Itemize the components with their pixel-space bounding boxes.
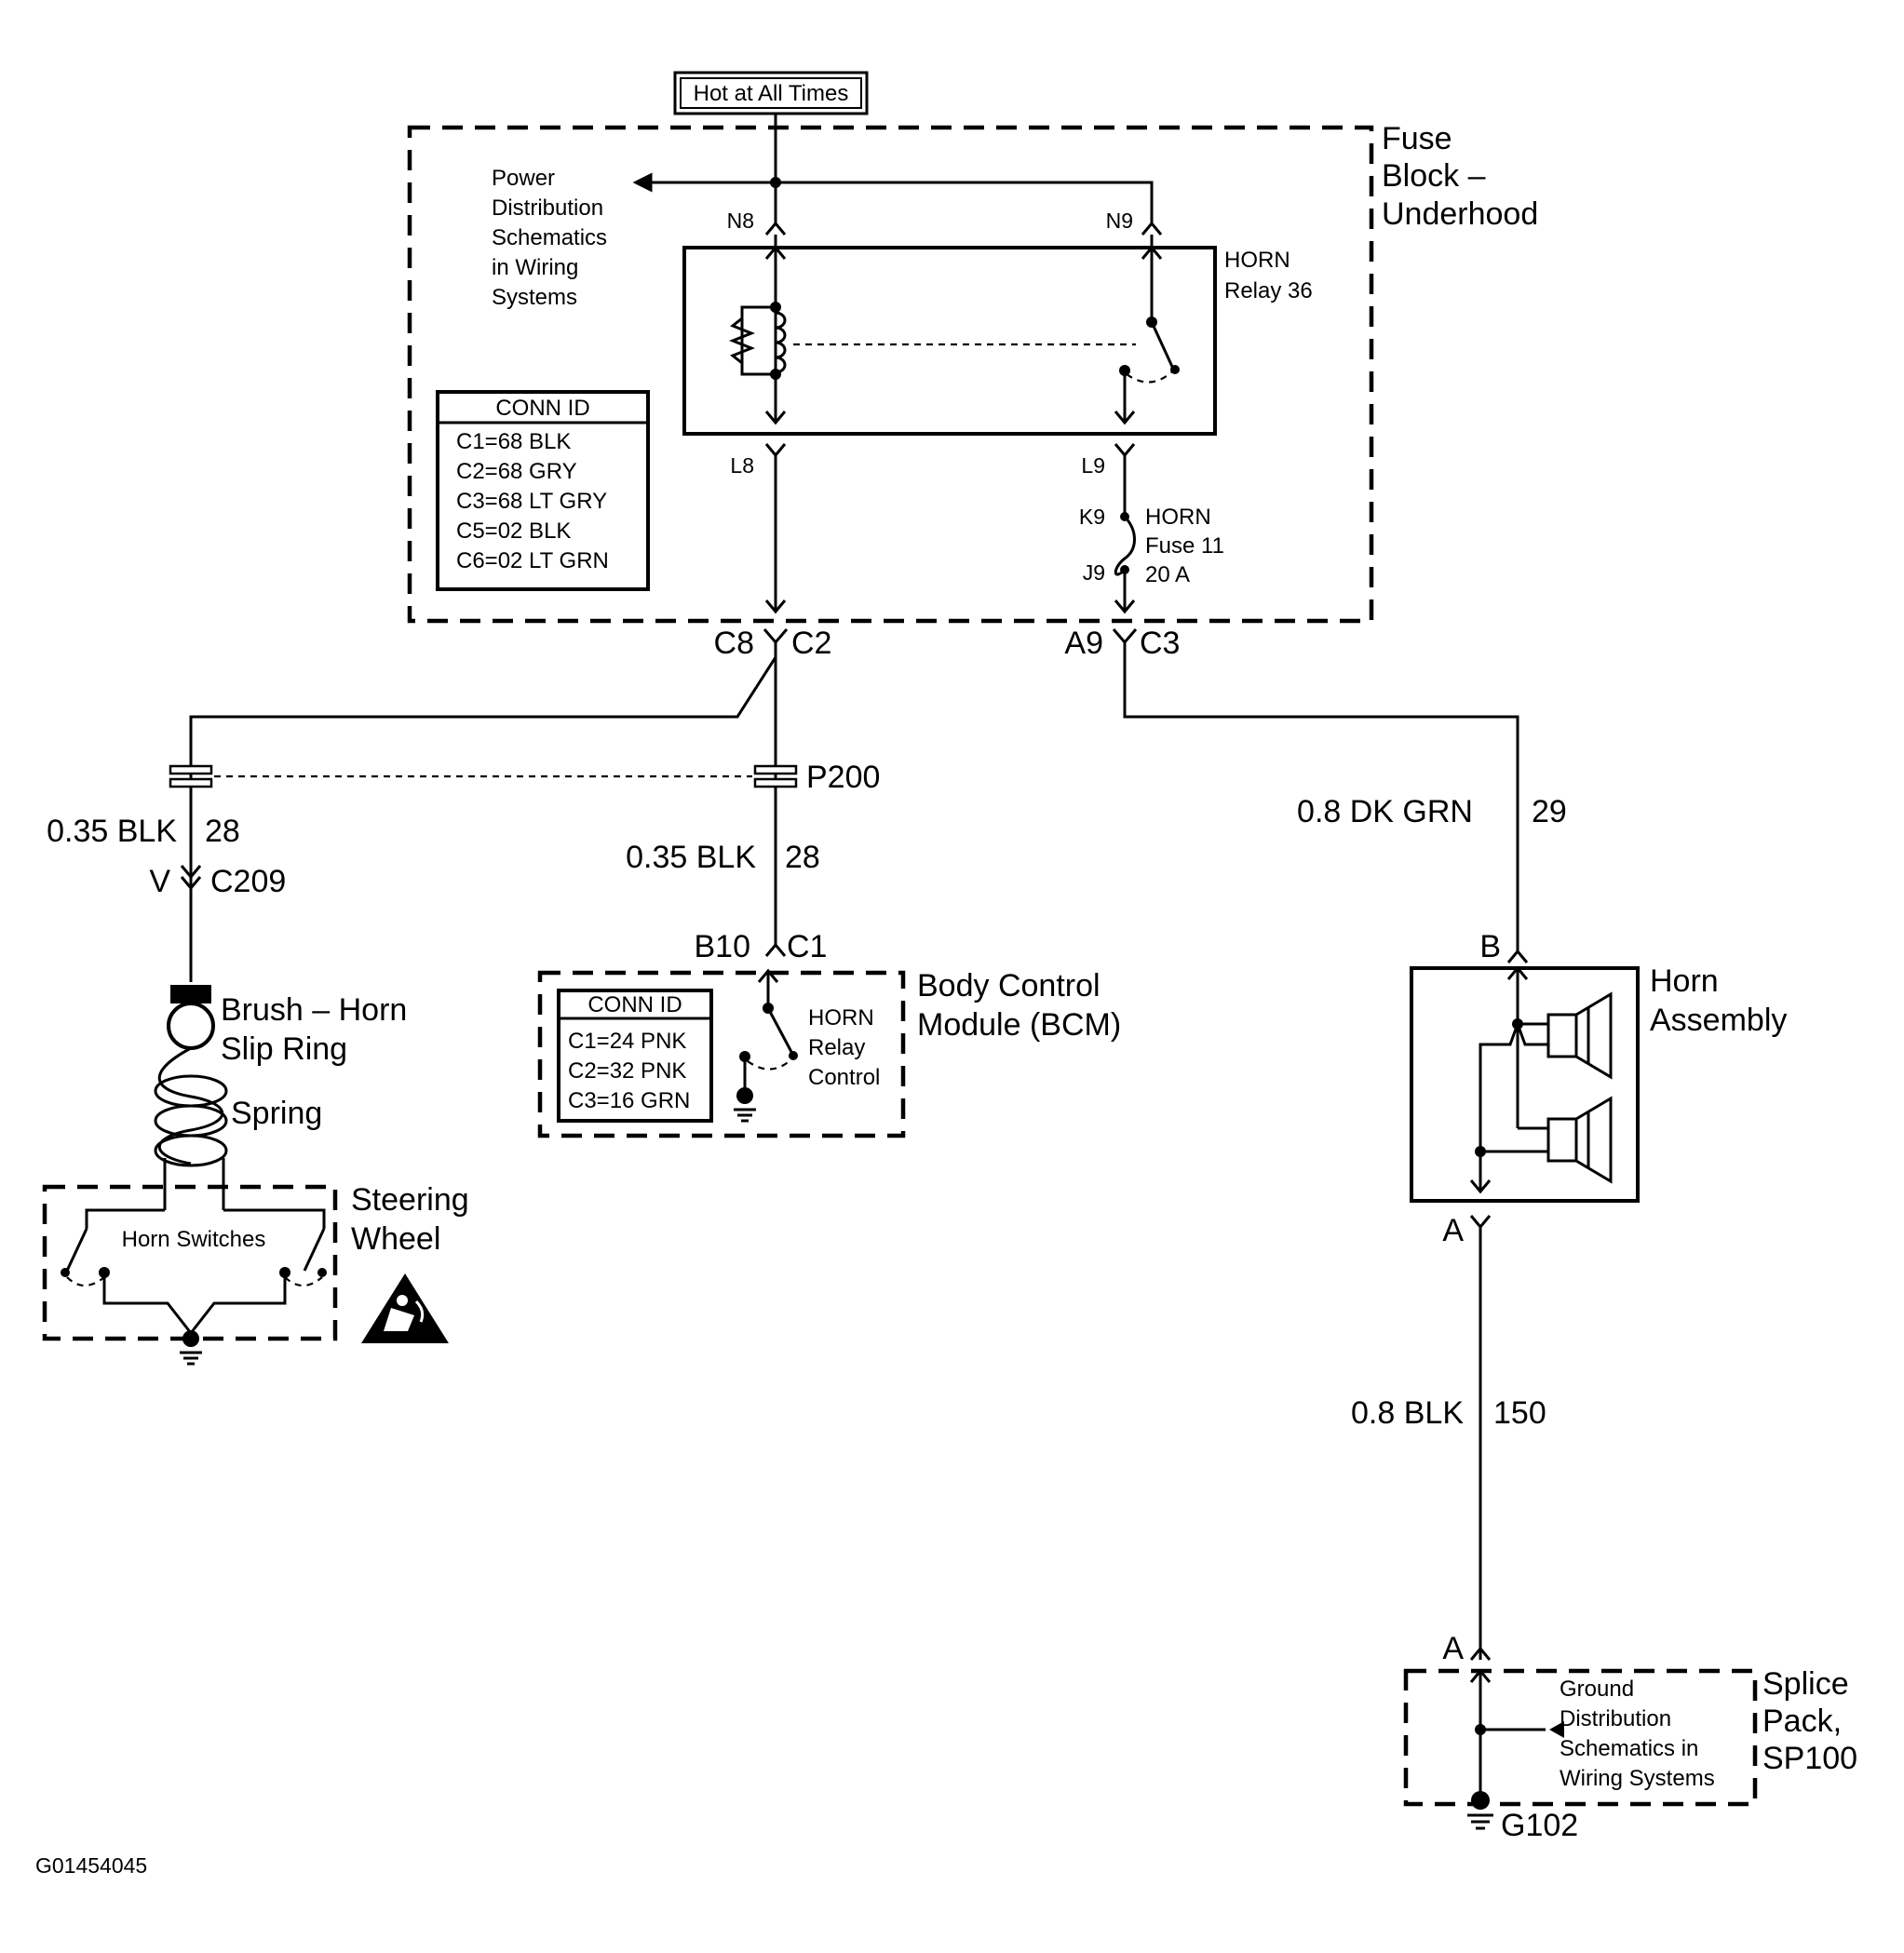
power-dist-note-5: Systems <box>492 285 577 310</box>
wire-horn-ground-circuit: 150 <box>1493 1395 1546 1431</box>
power-source-box: Hot at All Times <box>673 71 869 115</box>
fuse-block-outputs <box>764 443 1136 614</box>
power-dist-note-1: Power <box>492 166 555 191</box>
terminal-l8: L8 <box>730 453 754 478</box>
connector-c1: C1 <box>787 929 827 964</box>
horn-relay <box>682 235 1217 436</box>
wire-horn-ground-gauge: 0.8 BLK <box>1351 1395 1464 1431</box>
wire-left-gauge: 0.35 BLK <box>47 814 177 849</box>
fuse-conn-id-header: CONN ID <box>495 396 589 421</box>
connector-c209: C209 <box>210 864 286 899</box>
spring-label: Spring <box>231 1096 322 1131</box>
connector-horn-b: B <box>1479 929 1501 964</box>
brush-label-2: Slip Ring <box>221 1031 347 1067</box>
horn-switches <box>61 1208 327 1366</box>
wire-runs <box>189 642 1519 982</box>
connector-c209-symbol <box>180 865 202 891</box>
splice-pack-title-1: Splice <box>1762 1666 1849 1702</box>
terminal-k9: K9 <box>1079 505 1105 529</box>
fuse-block-title-3: Underhood <box>1382 196 1538 232</box>
connector-c3: C3 <box>1140 626 1180 661</box>
wire-center-gauge: 0.35 BLK <box>626 840 756 875</box>
fuse-block-title-1: Fuse <box>1382 121 1452 156</box>
wire-left-circuit: 28 <box>205 814 240 849</box>
bcm-connector-symbol <box>764 942 787 957</box>
splice-pack-boundary <box>1403 1668 1758 1807</box>
brush-slip-ring <box>154 985 228 1210</box>
bcm-relay-control-3: Control <box>808 1065 880 1090</box>
fuse-block-boundary <box>407 125 1374 624</box>
connector-a9: A9 <box>1064 626 1103 661</box>
splice-pack-title-3: SP100 <box>1762 1741 1857 1776</box>
connector-c8: C8 <box>714 626 754 661</box>
bcm-conn-id-row-3: C3=16 GRN <box>568 1088 690 1113</box>
bcm-conn-id-header: CONN ID <box>587 992 682 1017</box>
relay-label-1: HORN <box>1224 248 1290 273</box>
bcm-conn-id-table: CONN ID C1=24 PNK C2=32 PNK C3=16 GRN <box>557 989 713 1123</box>
bcm-relay-control-switch <box>734 968 798 1123</box>
terminal-n9: N9 <box>1106 209 1133 233</box>
fuse-block-conn-id-table: CONN ID C1=68 BLK C2=68 GRY C3=68 LT GRY… <box>436 390 650 591</box>
wire-horn-feed-circuit: 29 <box>1532 794 1567 829</box>
wire-horn-feed-gauge: 0.8 DK GRN <box>1297 794 1473 829</box>
steering-wheel-title-2: Wheel <box>351 1221 440 1257</box>
connector-horn-a: A <box>1442 1213 1464 1248</box>
horn-ground-wire <box>1469 1215 1492 1661</box>
terminal-j9: J9 <box>1083 560 1105 585</box>
power-source-label: Hot at All Times <box>694 81 849 106</box>
relay-label-2: Relay 36 <box>1224 278 1313 303</box>
splice-pack-circuit <box>1467 1668 1564 1830</box>
airbag-warning-icon <box>361 1273 449 1343</box>
power-dist-note-2: Distribution <box>492 195 603 221</box>
connector-splice-a: A <box>1442 1631 1464 1666</box>
fuse-conn-id-row-1: C1=68 BLK <box>456 429 571 454</box>
bcm-relay-control-1: HORN <box>808 1005 874 1030</box>
supply-wiring <box>632 114 1163 236</box>
fuse-label-3: 20 A <box>1145 562 1190 587</box>
horn-switches-label: Horn Switches <box>122 1227 266 1252</box>
bcm-relay-control-2: Relay <box>808 1035 865 1060</box>
splice-note-1: Ground <box>1560 1677 1634 1702</box>
brush-label-1: Brush – Horn <box>221 992 407 1028</box>
fuse-label-1: HORN <box>1145 505 1211 530</box>
horn-assembly <box>1410 965 1640 1203</box>
fuse-conn-id-row-4: C5=02 BLK <box>456 519 571 544</box>
horn-assembly-title-2: Assembly <box>1650 1003 1787 1038</box>
fuse-block-title-2: Block – <box>1382 158 1486 194</box>
bcm-conn-id-row-2: C2=32 PNK <box>568 1058 686 1084</box>
fuse-conn-id-row-3: C3=68 LT GRY <box>456 489 607 514</box>
horn-connector-b <box>1506 949 1529 963</box>
splice-note-4: Wiring Systems <box>1560 1766 1715 1791</box>
terminal-l9: L9 <box>1081 453 1105 478</box>
wire-center-circuit: 28 <box>785 840 820 875</box>
splice-note-2: Distribution <box>1560 1706 1671 1731</box>
splice-pack-title-2: Pack, <box>1762 1704 1842 1739</box>
power-dist-note-4: in Wiring <box>492 255 578 280</box>
fuse-label-2: Fuse 11 <box>1145 533 1224 559</box>
bcm-conn-id-row-1: C1=24 PNK <box>568 1029 686 1054</box>
bcm-title-2: Module (BCM) <box>917 1007 1121 1043</box>
bcm-title-1: Body Control <box>917 968 1101 1003</box>
ground-label: G102 <box>1501 1808 1578 1843</box>
steering-wheel-title-1: Steering <box>351 1182 469 1218</box>
connector-v: V <box>149 864 170 899</box>
terminal-n8: N8 <box>727 209 754 233</box>
connector-b10: B10 <box>695 929 751 964</box>
fuse-conn-id-row-2: C2=68 GRY <box>456 459 577 484</box>
power-dist-note-3: Schematics <box>492 225 607 250</box>
passthrough-p200 <box>169 764 798 788</box>
connector-c2: C2 <box>791 626 831 661</box>
bcm-boundary <box>537 970 906 1138</box>
connector-p200: P200 <box>806 760 880 795</box>
fuse-conn-id-row-5: C6=02 LT GRN <box>456 548 609 573</box>
figure-id: G01454045 <box>35 1853 147 1878</box>
splice-note-3: Schematics in <box>1560 1736 1698 1761</box>
horn-assembly-title-1: Horn <box>1650 963 1719 999</box>
